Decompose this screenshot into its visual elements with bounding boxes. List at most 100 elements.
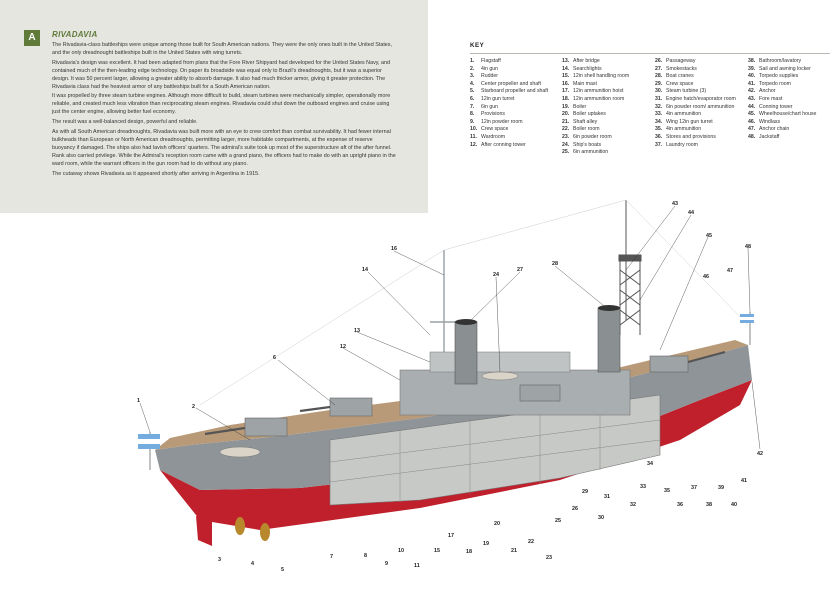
key-item-number: 11. xyxy=(470,133,477,140)
key-item-number: 47. xyxy=(748,126,756,133)
key-item-label: Engine hatch/evaporator room xyxy=(666,95,736,102)
key-item-number: 40. xyxy=(748,73,756,80)
hull-red-icon xyxy=(160,380,752,530)
paragraph: The cutaway shows Rivadavia as it appear… xyxy=(52,170,260,177)
key-item-number: 18. xyxy=(562,95,570,102)
key-item-number: 5. xyxy=(470,88,475,95)
key-divider xyxy=(470,53,830,54)
key-item-number: 19. xyxy=(562,103,570,110)
key-item-label: Laundry room xyxy=(666,141,699,148)
key-item: 32.6in powder room/ ammunition xyxy=(655,104,747,112)
key-item: 37.Laundry room xyxy=(655,142,747,150)
key-panel xyxy=(470,28,832,188)
key-item-number: 7. xyxy=(470,103,475,110)
key-item: 25.6in ammunition xyxy=(562,149,654,157)
rudder-icon xyxy=(196,516,212,546)
key-item: 40.Torpedo supplies xyxy=(748,73,838,81)
paragraph: The result was a well-balanced design, p… xyxy=(52,119,198,126)
key-item-number: 32. xyxy=(655,103,663,110)
key-item-label: Bathroom/lavatory xyxy=(759,58,802,64)
callout-number: 44 xyxy=(688,210,694,216)
ship-cutaway-illustration xyxy=(138,199,761,546)
key-item: 9. 12in powder room xyxy=(470,119,560,127)
key-item-label: Wing 12in gun turret xyxy=(666,118,713,125)
callout-number: 24 xyxy=(493,272,499,278)
hull-upper-icon xyxy=(155,345,752,490)
key-item-label: 12in ammunition hoist xyxy=(573,88,624,95)
callout-number: 32 xyxy=(630,502,636,508)
callout-number: 25 xyxy=(555,518,561,524)
callout-number: 27 xyxy=(517,267,523,273)
key-item-number: 27. xyxy=(655,65,663,72)
key-item-number: 14. xyxy=(562,65,570,72)
description-panel: A RIVADAVIA The Rivadavia-class battlesh… xyxy=(0,0,428,213)
key-item-label: Windlass xyxy=(759,118,781,125)
key-item-label: Torpedo supplies xyxy=(759,73,799,80)
key-item-number: 12. xyxy=(470,141,478,148)
key-item-label: Boiler room xyxy=(573,126,600,133)
key-item-number: 3. xyxy=(470,73,475,80)
key-item: 15.12in shell handling room xyxy=(562,73,654,81)
key-item-label: 12in powder room xyxy=(481,118,523,125)
key-item: 26.Passageway xyxy=(655,58,747,66)
wing-turret-icon xyxy=(519,384,561,402)
key-item-label: Center propeller and shaft xyxy=(481,80,541,87)
key-item-number: 6. xyxy=(470,95,475,102)
key-item-number: 36. xyxy=(655,133,663,140)
key-item: 20.Boiler uptakes xyxy=(562,111,654,119)
key-item: 17.12in ammunition hoist xyxy=(562,88,654,96)
key-item: 21.Shaft alley xyxy=(562,119,654,127)
key-item: 31.Engine hatch/evaporator room xyxy=(655,96,747,104)
key-item-label: 6in powder room xyxy=(573,133,612,140)
key-item-number: 9. xyxy=(470,118,475,125)
key-item: 45.Wheelhouse/chart house xyxy=(748,111,838,119)
callout-number: 40 xyxy=(731,502,737,508)
key-item-number: 15. xyxy=(562,73,570,80)
callout-number: 33 xyxy=(640,484,646,490)
key-item: 7.6in gun xyxy=(470,104,560,112)
key-item-number: 24. xyxy=(562,141,570,148)
aft-funnel-icon xyxy=(454,321,478,385)
key-item: 8.Provisions xyxy=(470,111,560,119)
key-item-label: 12in shell handling room xyxy=(573,73,630,80)
aft-superfiring-turret-icon xyxy=(329,397,373,417)
key-item: 18.12in ammunition room xyxy=(562,96,654,104)
callout-number: 30 xyxy=(598,515,604,521)
key-item-number: 1. xyxy=(470,58,475,64)
key-item: 36.Stores and provisions xyxy=(655,134,747,142)
key-item: 30.Steam turbine (3) xyxy=(655,88,747,96)
key-item-label: Crew space xyxy=(481,126,509,133)
key-item: 35.4in ammunition xyxy=(655,126,747,134)
key-item: 27.Smokestacks xyxy=(655,66,747,74)
callout-number: 41 xyxy=(741,478,747,484)
key-item-label: Main mast xyxy=(573,80,597,87)
key-item-number: 33. xyxy=(655,111,663,118)
callout-number: 16 xyxy=(391,246,397,252)
callout-number: 45 xyxy=(706,233,712,239)
key-item-number: 41. xyxy=(748,80,756,87)
key-item-label: 6in powder room/ ammunition xyxy=(666,103,735,110)
callout-number: 20 xyxy=(494,521,500,527)
key-item-label: Anchor chain xyxy=(759,126,790,133)
callout-number: 48 xyxy=(745,244,751,250)
key-item: 41.Torpedo room xyxy=(748,81,838,89)
cutaway-interior-icon xyxy=(329,394,661,506)
key-item-label: Rudder xyxy=(481,73,499,80)
callout-number: 5 xyxy=(281,567,284,573)
key-item-number: 31. xyxy=(655,95,663,102)
key-item-number: 4. xyxy=(470,80,475,87)
key-item: 28.Boat cranes xyxy=(655,73,747,81)
key-item-label: Conning tower xyxy=(759,103,793,110)
key-item-label: Fore mast xyxy=(759,95,783,102)
key-item: 13.After bridge xyxy=(562,58,654,66)
callout-number: 18 xyxy=(466,549,472,555)
key-item-label: Boiler uptakes xyxy=(573,111,606,118)
key-item-number: 37. xyxy=(655,141,663,148)
key-item: 33.4in ammunition xyxy=(655,111,747,119)
key-item-number: 23. xyxy=(562,133,570,140)
callout-number: 13 xyxy=(354,328,360,334)
fore-mast-icon xyxy=(618,200,642,335)
